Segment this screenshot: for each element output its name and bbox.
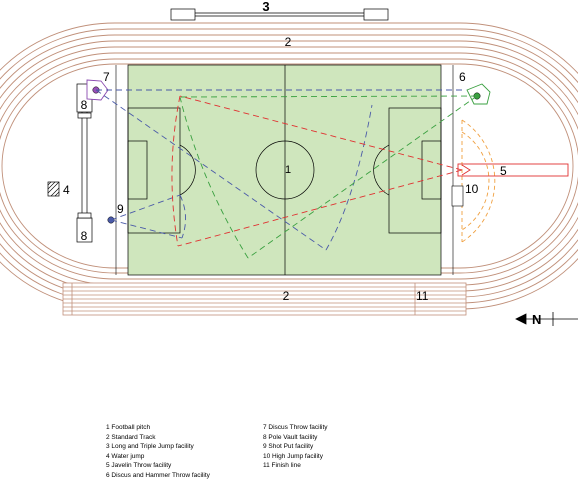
label-pole-vault-top: 8	[81, 98, 88, 112]
label-finish-line: 11	[416, 289, 429, 303]
legend-item: 8 Pole Vault facility	[263, 433, 318, 441]
north-arrow	[515, 312, 578, 326]
legend-item: 11 Finish line	[263, 462, 301, 470]
discus-throw-sector	[95, 89, 466, 251]
label-water-jump: 4	[63, 183, 70, 197]
long-triple-jump-facility	[170, 8, 389, 21]
discus-hammer-cage	[466, 83, 491, 105]
high-jump-mat	[451, 185, 464, 207]
label-discus-throw: 7	[103, 70, 110, 84]
javelin-runway	[457, 163, 569, 177]
legend-right: 7 Discus Throw facility 8 Pole Vault fac…	[263, 423, 328, 471]
label-discus-hammer: 6	[459, 70, 466, 84]
legend-item: 7 Discus Throw facility	[263, 424, 328, 431]
legend-left: 1 Football pitch 2 Standard Track 3 Long…	[106, 423, 210, 481]
legend-item: 5 Javelin Throw facility	[106, 462, 172, 470]
discus-hammer-sector	[179, 95, 478, 259]
label-pole-vault-bottom: 8	[81, 229, 88, 243]
legend-item: 2 Standard Track	[106, 433, 156, 441]
high-jump-facility	[461, 119, 496, 243]
javelin-sector	[171, 95, 463, 247]
football-pitch	[127, 64, 442, 276]
label-track-bottom: 2	[283, 289, 290, 303]
label-north: N	[532, 312, 541, 327]
label-football-pitch: 1	[285, 164, 291, 176]
legend-item: 9 Shot Put facility	[263, 443, 314, 451]
label-track-top: 2	[285, 35, 292, 49]
home-straight-extension	[62, 282, 467, 316]
legend-item: 4 Water jump	[106, 452, 145, 460]
legend-item: 1 Football pitch	[106, 424, 151, 431]
label-long-jump: 3	[262, 0, 269, 14]
label-high-jump: 10	[465, 182, 479, 196]
pitch-boundary-lines	[115, 65, 454, 275]
legend-item: 10 High Jump facility	[263, 452, 323, 460]
water-jump	[47, 181, 60, 197]
legend-item: 6 Discus and Hammer Throw facility	[106, 471, 210, 479]
shot-put-sector	[110, 194, 186, 239]
label-shot-put: 9	[117, 202, 124, 216]
legend-item: 3 Long and Triple Jump facility	[106, 443, 194, 451]
label-javelin: 5	[500, 164, 507, 178]
